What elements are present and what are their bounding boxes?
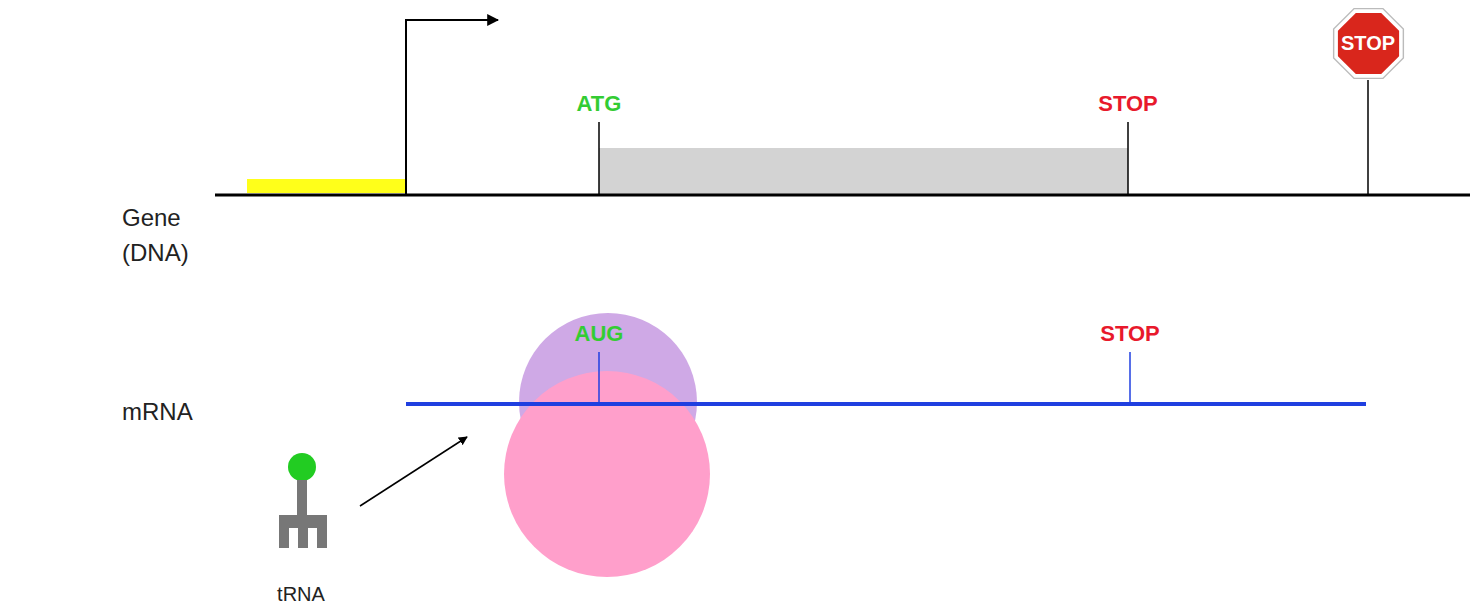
mrna-strand <box>406 402 1366 406</box>
stop-codon-tick <box>1129 352 1131 404</box>
sign-text: STOP <box>1341 32 1395 55</box>
sign-border <box>1334 9 1402 77</box>
start-codon-tick <box>598 352 600 404</box>
codon-label: AUG <box>575 321 624 346</box>
start-codon-tick <box>598 122 600 194</box>
dna-strand <box>215 194 1470 197</box>
trna-body <box>279 515 327 528</box>
stop-sign: STOP <box>1330 5 1407 82</box>
icon-label: tRNA <box>277 583 325 606</box>
sign-rim <box>1332 7 1403 78</box>
sign-face <box>1337 12 1398 73</box>
coding-region <box>599 148 1128 194</box>
trna-anticodon <box>279 527 289 548</box>
trna-anticodon <box>317 527 327 548</box>
amino-acid <box>288 453 316 481</box>
trna-stem <box>297 480 307 516</box>
stop-codon-tick <box>1127 122 1129 194</box>
ribosome-large-subunit <box>504 371 710 577</box>
terminator-tick <box>1367 80 1369 194</box>
codon-label: ATG <box>577 91 622 116</box>
trna-anticodon <box>298 527 308 548</box>
codon-label: STOP <box>1100 321 1160 346</box>
row-label: mRNA <box>122 398 193 426</box>
transcription-start-arrow <box>406 20 498 194</box>
promoter-region <box>247 179 406 193</box>
codon-label: STOP <box>1098 91 1158 116</box>
binding-arrow <box>360 437 467 506</box>
row-label: Gene (DNA) <box>122 201 204 271</box>
